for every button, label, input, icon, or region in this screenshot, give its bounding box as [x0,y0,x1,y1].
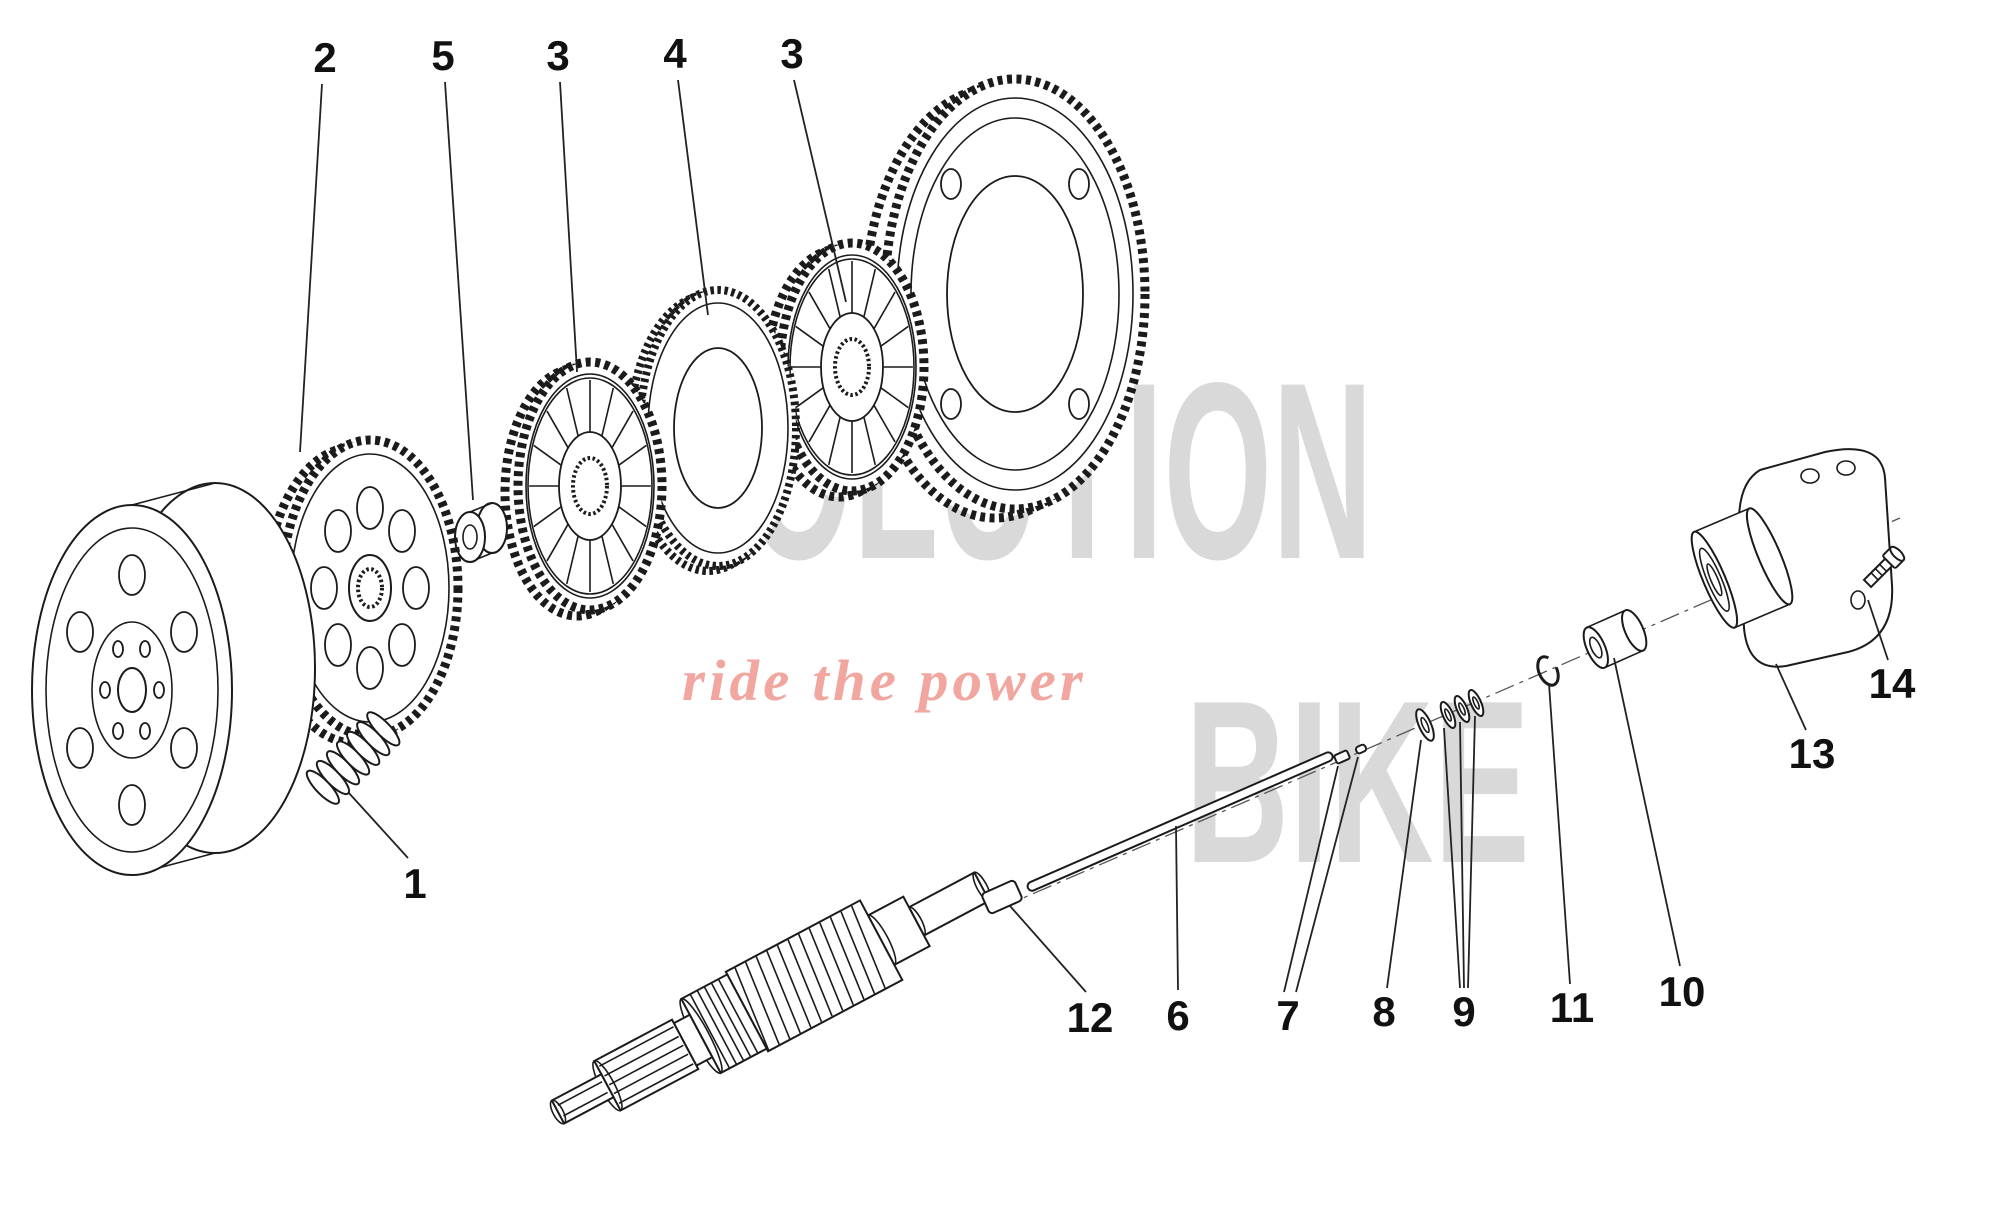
leader-12 [1009,905,1087,993]
flywheel [31,482,316,876]
callout-5: 5 [431,32,454,79]
leader-10 [1613,657,1681,967]
callouts: 2 5 3 4 3 1 12 6 7 8 9 11 10 13 14 [313,30,1916,1041]
leader-8 [1386,739,1422,989]
watermark-tagline: ride the power [682,648,1087,713]
hub-spacer [454,502,508,563]
leader-2 [299,83,323,453]
callout-12: 12 [1067,994,1114,1041]
leader-6 [1175,825,1179,991]
clutch-spring [305,711,401,805]
leader-4 [677,79,709,316]
leader-1 [347,791,409,859]
callout-1: 1 [403,860,426,907]
leader-13 [1775,663,1807,731]
bushing [1582,609,1648,669]
actuator-housing [1690,448,1894,668]
callout-6: 6 [1166,992,1189,1039]
callout-7: 7 [1276,992,1299,1039]
pushrod-pin-b [1354,743,1368,755]
pushrod-cap [981,879,1023,915]
leader-9c [1467,715,1476,989]
leader-5 [444,81,474,501]
ring-gear [860,74,1150,523]
callout-13: 13 [1789,730,1836,777]
centerline-right-assembly [999,517,1901,909]
pushrod-pin-a [1333,749,1351,765]
callout-11: 11 [1550,984,1594,1031]
leader-9a [1443,727,1461,989]
callout-4: 4 [663,30,687,77]
leader-7a [1283,765,1339,993]
leader-7b [1295,756,1359,993]
leader-3b [793,79,847,303]
callout-10: 10 [1659,968,1706,1015]
steel-plate [626,286,800,575]
leader-9b [1459,721,1465,989]
watermark-word2: BIKE [1185,653,1530,912]
washer-set [1439,689,1485,729]
clutch-disc-front [500,357,667,621]
callout-8: 8 [1372,988,1395,1035]
flange-bolt [1862,545,1906,589]
leader-lines [299,79,1889,993]
callout-2: 2 [313,34,336,81]
circlip [1536,655,1560,687]
callout-3b: 3 [780,30,803,77]
callout-14: 14 [1869,660,1916,707]
callout-9: 9 [1452,988,1475,1035]
pushrod [1026,751,1334,892]
leader-3a [559,81,578,373]
thrust-washer [1415,708,1435,742]
leader-11 [1548,683,1571,985]
leader-14 [1867,599,1889,661]
input-shaft [549,871,992,1125]
callout-3a: 3 [546,32,569,79]
